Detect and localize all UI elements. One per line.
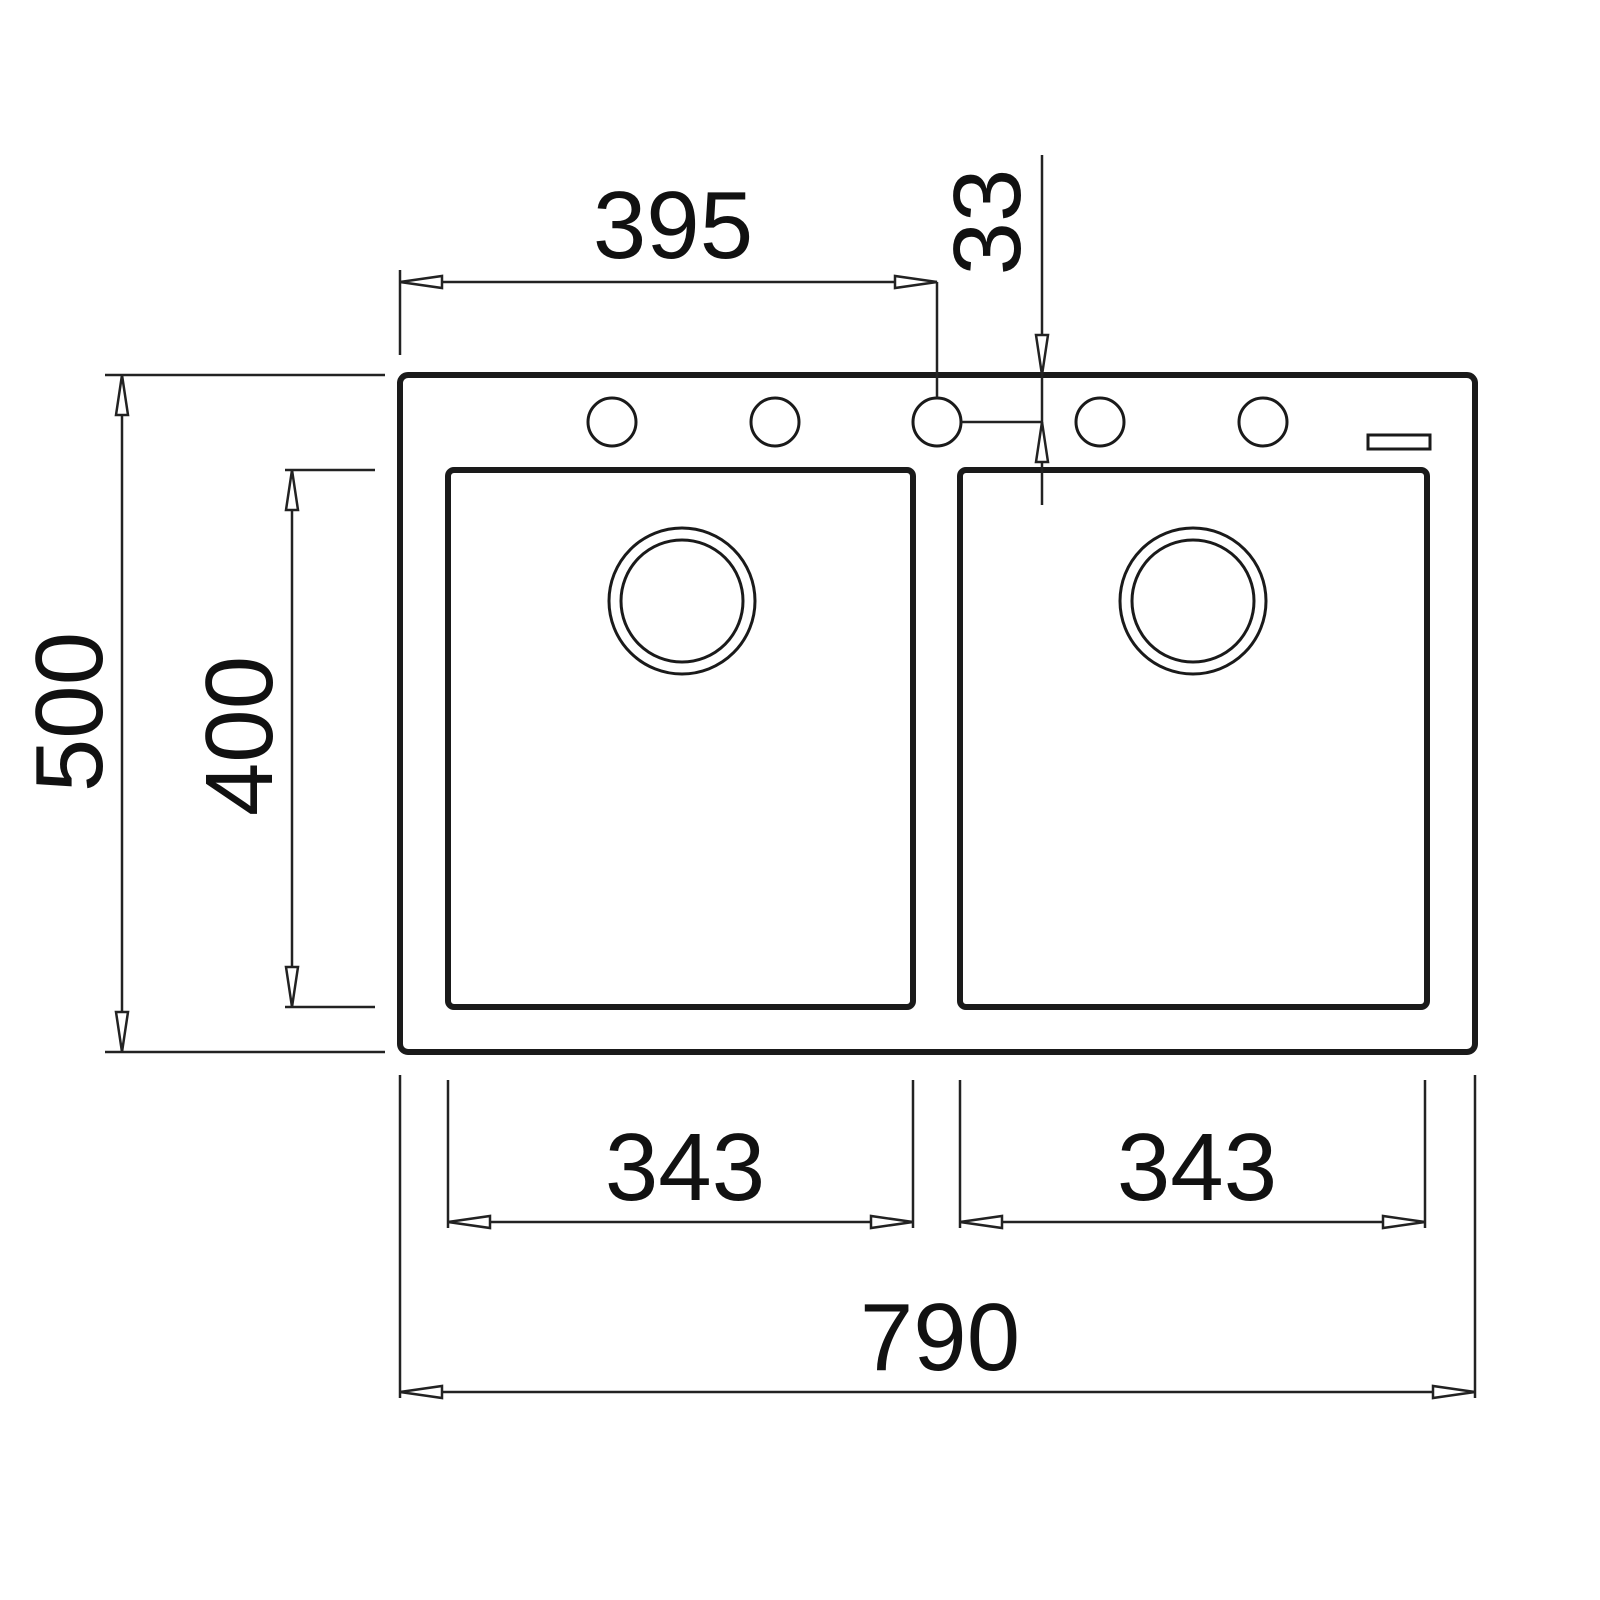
dim-label-33: 33 — [934, 169, 1041, 276]
right-drain — [1118, 526, 1268, 676]
sink-outline — [397, 372, 1478, 1055]
right-bowl — [957, 467, 1430, 1010]
dim-500: 500 — [16, 373, 385, 1054]
dim-label-395: 395 — [593, 172, 753, 279]
tap-hole — [911, 396, 963, 448]
dim-790: 790 — [398, 1075, 1477, 1400]
dim-343-left: 343 — [446, 1080, 915, 1230]
overflow-slot — [1366, 433, 1432, 451]
dim-33: 33 — [934, 155, 1050, 505]
dim-400: 400 — [186, 468, 375, 1009]
dim-label-400: 400 — [186, 656, 293, 816]
left-bowl — [445, 467, 916, 1010]
dim-label-500: 500 — [16, 632, 123, 792]
left-drain — [607, 526, 757, 676]
dim-label-343-left: 343 — [605, 1114, 765, 1221]
tap-hole — [1074, 396, 1126, 448]
dim-395: 395 — [398, 172, 939, 398]
dim-label-343-right: 343 — [1117, 1114, 1277, 1221]
dim-label-790: 790 — [860, 1284, 1020, 1391]
dim-343-right: 343 — [958, 1080, 1427, 1230]
tap-holes — [586, 396, 1289, 448]
tap-hole — [1237, 396, 1289, 448]
tap-hole — [586, 396, 638, 448]
tap-hole — [749, 396, 801, 448]
